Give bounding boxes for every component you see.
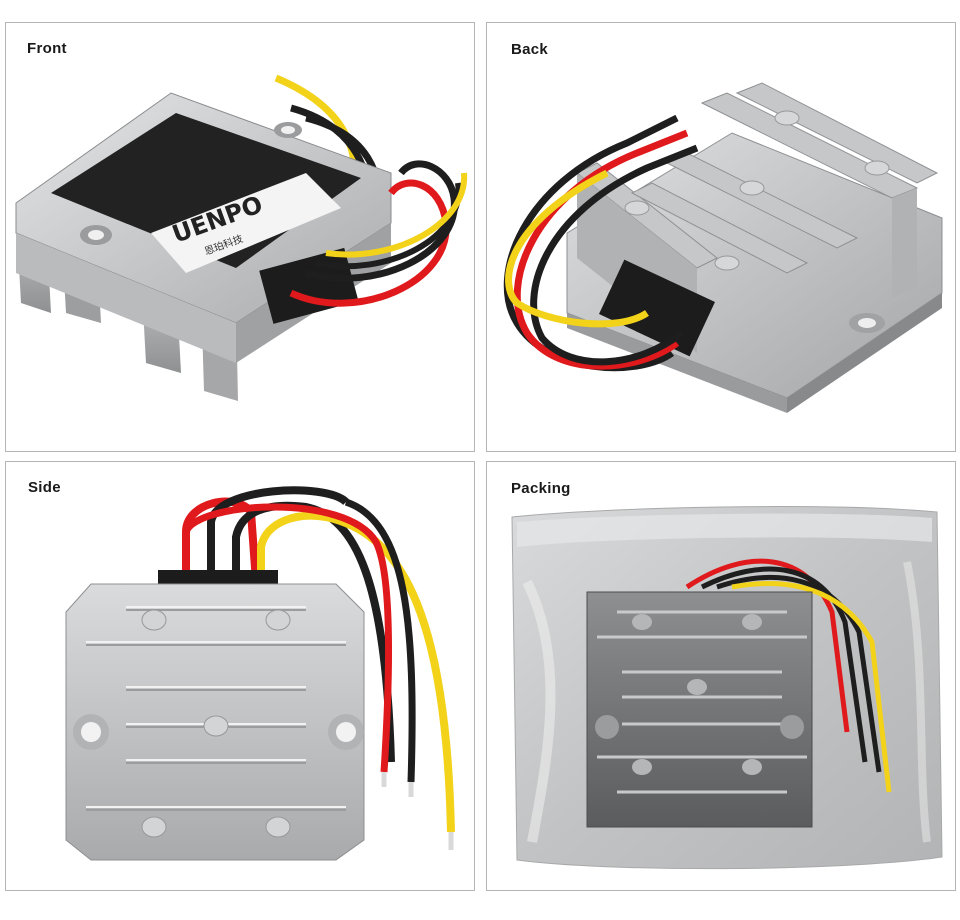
packing-view-panel: Packing [486, 461, 956, 891]
front-view-label: Front [27, 40, 67, 57]
front-view-panel: Front UENPO 恩珀科技 [5, 22, 475, 452]
back-view-panel: Back [486, 22, 956, 452]
packing-view-label: Packing [511, 480, 571, 497]
back-view-label: Back [511, 41, 549, 58]
converter-side-view-image [65, 486, 455, 861]
converter-front-view-image: UENPO 恩珀科技 [15, 74, 468, 401]
side-view-label: Side [28, 479, 61, 496]
converter-bagged-image [511, 506, 943, 870]
side-view-panel: Side [5, 461, 475, 891]
converter-back-view-image [503, 82, 943, 413]
